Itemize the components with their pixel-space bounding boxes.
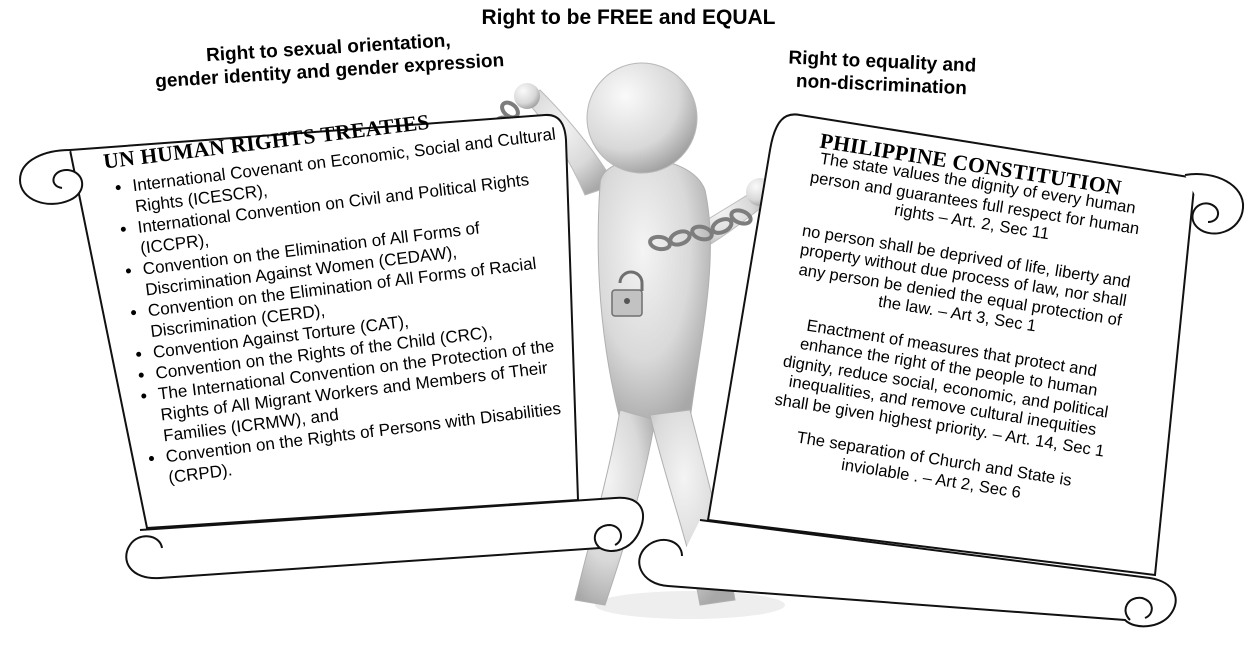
right-scroll [638,113,1245,628]
right-heading: Right to equality and non-discrimination [776,46,988,101]
padlock-icon [611,270,644,317]
un-treaties-panel: UN HUMAN RIGHTS TREATIES International C… [100,94,598,491]
constitution-panel: PHILIPPINE CONSTITUTION The state values… [757,128,1153,531]
page-title: Right to be FREE and EQUAL [481,6,776,29]
left-scroll [18,113,644,580]
treaty-list: International Covenant on Economic, Soci… [104,123,599,492]
